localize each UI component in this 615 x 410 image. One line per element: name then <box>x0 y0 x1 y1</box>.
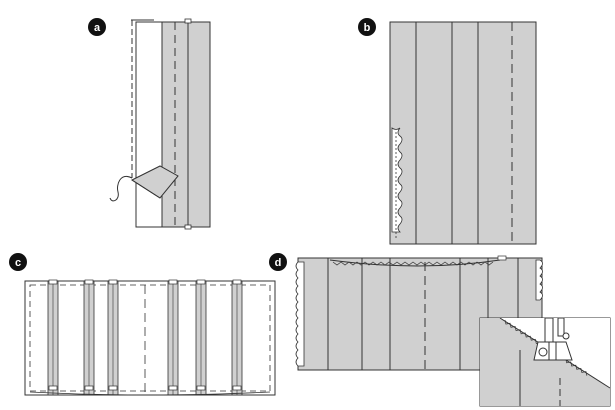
panel-b-frayed-edge <box>391 127 403 233</box>
panel-c-badge: c <box>9 253 27 271</box>
panel-b-fabric <box>389 21 537 245</box>
panel-a: a <box>88 18 211 230</box>
panel-d-badge: d <box>269 253 287 271</box>
panel-d-label: d <box>275 257 282 269</box>
panel-d: d <box>269 253 543 371</box>
panel-a-thread <box>109 176 133 202</box>
panel-d-frayed-edge-right <box>535 259 543 301</box>
panel-c: c <box>9 253 276 396</box>
panel-b-badge: b <box>358 18 376 36</box>
sewing-machine-presser-foot-icon <box>533 317 573 361</box>
panel-d-inset <box>479 317 611 407</box>
panel-b-label: b <box>364 22 371 34</box>
panel-c-hem-thread <box>29 391 271 396</box>
panel-a-label: a <box>94 22 101 34</box>
panel-a-badge: a <box>88 18 106 36</box>
panel-d-frayed-edge-left <box>295 261 305 367</box>
panel-d-zigzag-stitch <box>332 261 494 266</box>
panel-a-fabric <box>161 21 211 228</box>
panel-c-label: c <box>15 257 21 269</box>
panel-b: b <box>358 18 537 245</box>
